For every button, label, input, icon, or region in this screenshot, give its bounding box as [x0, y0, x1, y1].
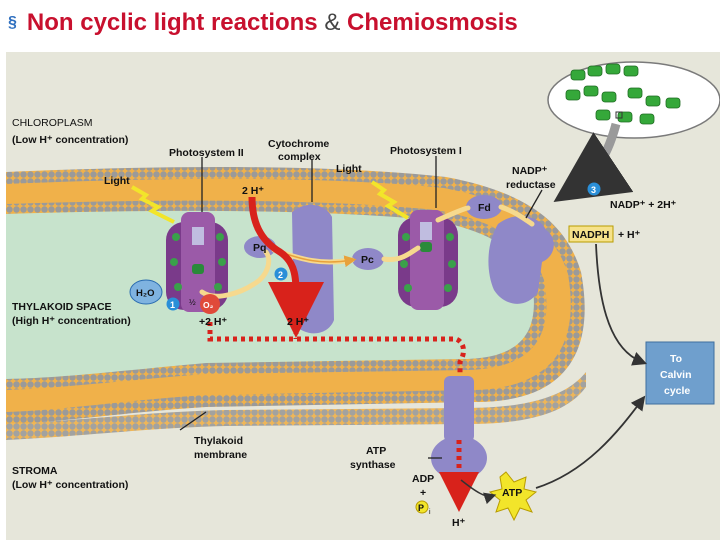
h-2h-label: 2 H⁺	[242, 185, 264, 197]
nadph-box	[568, 225, 614, 243]
lightning-icon-left	[131, 185, 175, 224]
square-bullet-icon: §	[8, 14, 17, 31]
step-3-label: 3	[591, 185, 596, 195]
step-2-marker	[274, 267, 288, 281]
title-part-1: Non cyclic light reactions	[26, 9, 318, 36]
thylakoid-membrane-label-2: membrane	[194, 449, 247, 461]
step-2-label: 2	[278, 270, 283, 280]
title-part-2: Chemiosmosis	[347, 9, 518, 36]
nadp-reductase-label-2: reductase	[506, 179, 556, 191]
cytochrome-label-1: Cytochrome	[268, 138, 329, 150]
lightning-icon-right	[370, 180, 410, 220]
nadph-to-calvin-arrow	[595, 243, 648, 366]
fd-carrier	[466, 195, 502, 219]
adp-label: ADP	[412, 473, 434, 485]
nadp-reductase	[488, 216, 554, 304]
atp-synthase-label-2: synthase	[350, 459, 396, 471]
step-3-marker	[587, 182, 601, 196]
photosystem-i-label: Photosystem I	[390, 145, 462, 157]
two-h-space-label: 2 H⁺	[287, 316, 309, 328]
o2-molecule	[200, 294, 220, 314]
atp-label: ATP	[502, 487, 522, 499]
plus-2h-label: +2 H⁺	[199, 316, 227, 328]
cytochrome-complex	[292, 204, 334, 334]
h2o-molecule	[129, 279, 163, 305]
diagram-panel: CHLOROPLASM (Low H⁺ concentration) Photo…	[6, 52, 720, 545]
pc-label: Pc	[361, 254, 374, 266]
pq-label: Pq	[253, 242, 266, 254]
atp-to-calvin-arrow	[535, 395, 646, 489]
h2o-label: H₂O	[136, 288, 154, 299]
atp-formation-arrow	[460, 479, 497, 505]
pc-carrier	[352, 248, 384, 270]
light-label-right: Light	[336, 163, 362, 175]
high-h-label: (High H⁺ concentration)	[12, 315, 131, 327]
adp-plus-label: +	[420, 487, 426, 499]
low-h-bottom-label: (Low H⁺ concentration)	[12, 479, 128, 491]
zoom-arrow	[553, 122, 634, 202]
pi-sub-label: i	[429, 509, 431, 516]
photosystem-i	[398, 210, 458, 310]
pointer-lines	[179, 156, 543, 459]
calvin-cycle-box	[645, 341, 715, 405]
low-h-top-label: (Low H⁺ concentration)	[12, 134, 128, 146]
atp-burst-icon	[488, 471, 538, 522]
nadph-label: NADPH	[572, 229, 609, 241]
slide-title: § Non cyclic light reactions & Chemiosmos…	[8, 6, 518, 40]
step-1-label: 1	[170, 300, 175, 310]
o2-label: O₂	[203, 300, 214, 310]
photosystem-ii-label: Photosystem II	[169, 147, 244, 159]
light-label-left: Light	[104, 175, 130, 187]
chloroplast-inset	[547, 61, 720, 139]
lower-membrane	[6, 372, 586, 440]
stroma-label: STROMA	[12, 465, 58, 477]
chloroplast-label: CHLOROPLASM	[12, 117, 93, 129]
phosphate-icon	[415, 500, 429, 514]
thylakoid-membrane-label-1: Thylakoid	[194, 435, 243, 447]
light-reaction-diagram: CHLOROPLASM (Low H⁺ concentration) Photo…	[6, 52, 720, 540]
calvin-label-3: cycle	[664, 385, 690, 397]
nadp-reductase-label-1: NADP⁺	[512, 165, 548, 177]
h-bottom-label: H⁺	[452, 517, 466, 529]
proton-flow-dashed	[207, 322, 466, 472]
fd-label: Fd	[478, 202, 491, 214]
title-ampersand: &	[324, 9, 341, 36]
thylakoid-space-label: THYLAKOID SPACE	[12, 301, 112, 313]
nadp-plus-2h-label: NADP⁺ + 2H⁺	[610, 199, 677, 211]
atp-synthase-label-1: ATP	[366, 445, 386, 457]
plus-h-label: + H⁺	[618, 229, 641, 241]
pi-label: P	[418, 503, 424, 513]
step-1-marker	[166, 297, 180, 311]
photosystem-ii	[166, 212, 228, 312]
calvin-label-1: To	[670, 353, 682, 365]
half-label: ½	[189, 298, 196, 307]
proton-pump-arrow	[248, 196, 325, 338]
calvin-label-2: Calvin	[660, 369, 692, 381]
cytochrome-label-2: complex	[278, 151, 321, 163]
